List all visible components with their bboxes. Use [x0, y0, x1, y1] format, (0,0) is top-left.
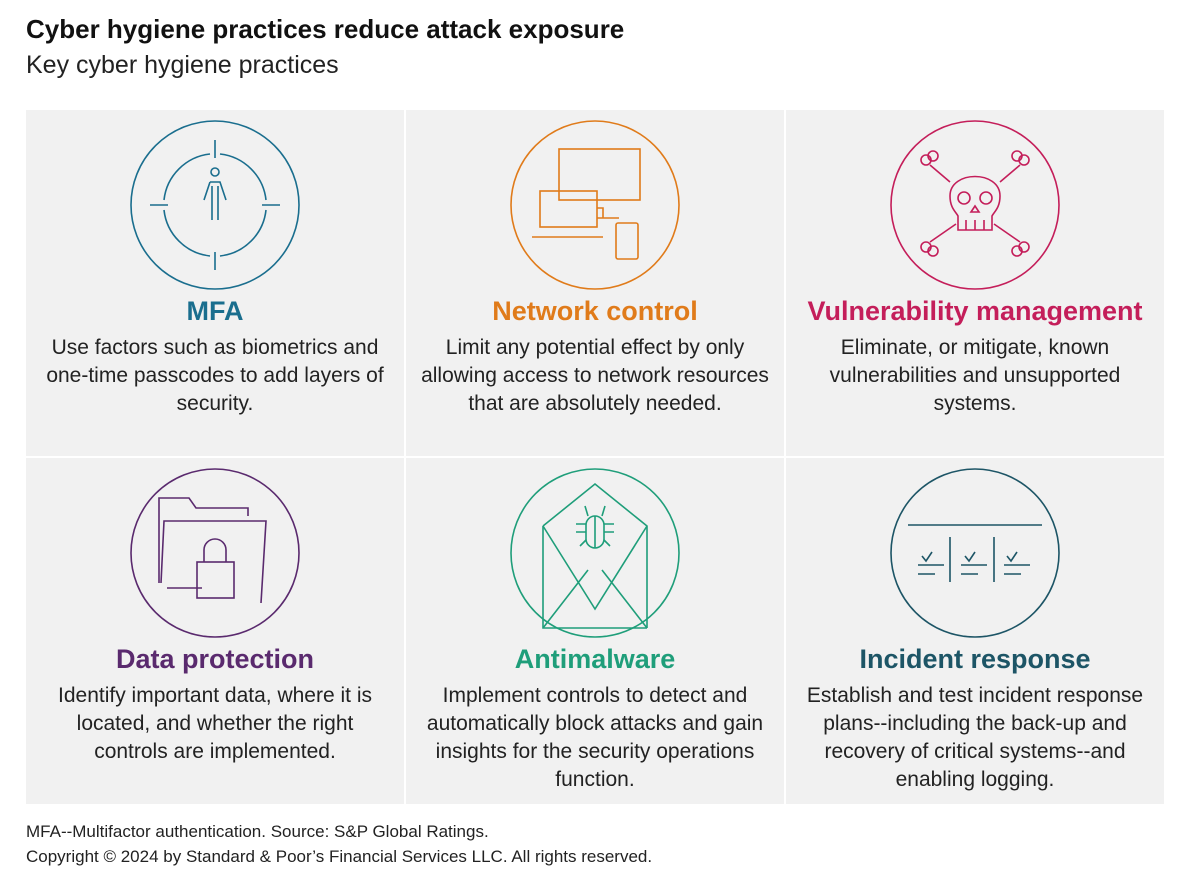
practice-title: Vulnerability management	[807, 296, 1143, 326]
practice-title: Data protection	[115, 644, 315, 674]
copyright: Copyright © 2024 by Standard & Poor’s Fi…	[26, 847, 653, 866]
practice-card-data-protection: Data protection Identify important data,…	[26, 458, 404, 804]
practice-card-mfa: MFA Use factors such as biometrics and o…	[26, 110, 404, 456]
practice-card-incident-response: Incident response Establish and test inc…	[786, 458, 1164, 804]
checklist-icon	[890, 468, 1060, 638]
devices-icon	[510, 120, 680, 290]
practice-title: MFA	[186, 296, 244, 326]
practice-description: Identify important data, where it is loc…	[58, 684, 372, 763]
skull-crossbones-icon	[890, 120, 1060, 290]
practice-description: Eliminate, or mitigate, known vulnerabil…	[829, 336, 1121, 415]
practice-description: Use factors such as biometrics and one-t…	[46, 336, 384, 415]
target-person-icon	[130, 120, 300, 290]
practice-description: Implement controls to detect and automat…	[426, 684, 764, 791]
practice-card-network-control: Network control Limit any potential effe…	[406, 110, 784, 456]
chart-title: Cyber hygiene practices reduce attack ex…	[26, 14, 625, 44]
practice-card-vulnerability-management: Vulnerability management Eliminate, or m…	[786, 110, 1164, 456]
practice-title: Incident response	[859, 644, 1091, 674]
envelope-bug-icon	[510, 468, 680, 638]
chart-subtitle: Key cyber hygiene practices	[26, 51, 339, 79]
footnote: MFA--Multifactor authentication. Source:…	[26, 822, 489, 841]
practice-title: Antimalware	[514, 644, 676, 674]
practice-title: Network control	[492, 296, 698, 326]
practice-card-antimalware: Antimalware Implement controls to detect…	[406, 458, 784, 804]
practice-description: Establish and test incident response pla…	[806, 684, 1144, 791]
folder-lock-icon	[130, 468, 300, 638]
practices-grid: MFA Use factors such as biometrics and o…	[26, 110, 1164, 808]
practice-description: Limit any potential effect by only allow…	[421, 336, 769, 415]
